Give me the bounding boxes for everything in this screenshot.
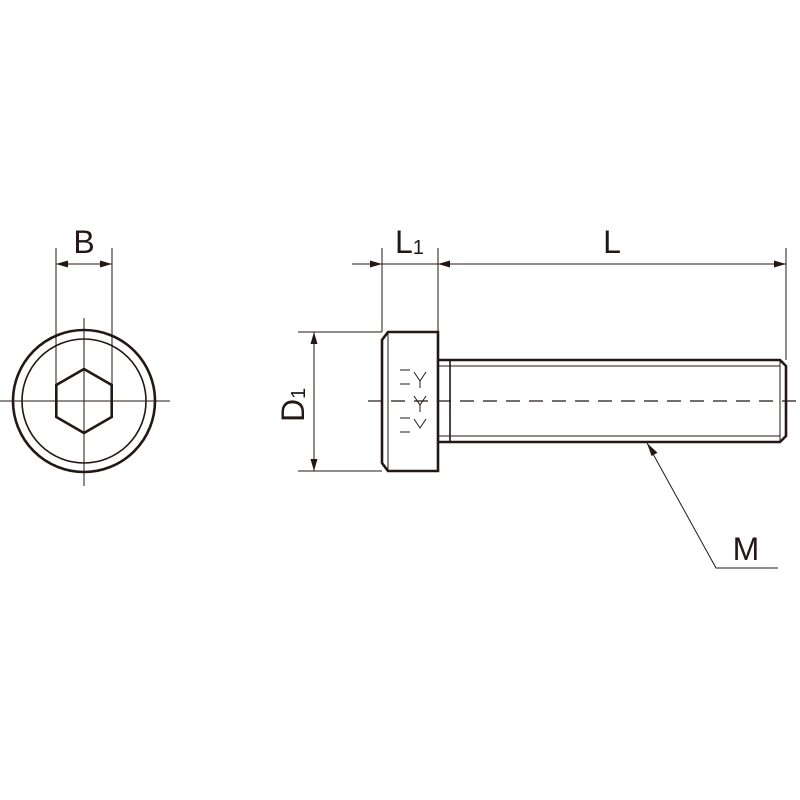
l-arrow-left [438, 260, 450, 268]
dimension-label-l1: L1 [395, 224, 424, 260]
hidden-socket-marks [400, 369, 427, 433]
m-leader-line [646, 442, 778, 569]
l1-arrow-left [370, 260, 382, 268]
dimension-label-d1: D1 [275, 388, 311, 422]
thread-label-m: M [733, 531, 760, 567]
l-arrow-right [774, 260, 786, 268]
l1-main: L [395, 224, 413, 260]
b-arrow-right [100, 260, 112, 268]
end-view: B [0, 224, 170, 486]
dimension-label-l: L [603, 224, 621, 260]
l1-subscript: 1 [413, 237, 424, 259]
d1-subscript: 1 [288, 388, 310, 399]
screw-head [380, 330, 440, 473]
b-arrow-left [56, 260, 68, 268]
d1-main: D [275, 399, 311, 422]
m-leader-arrow [647, 443, 658, 456]
dimension-label-b: B [73, 224, 94, 260]
d1-arrow-top [310, 332, 318, 344]
d1-arrow-bottom [310, 459, 318, 471]
side-view: L1 L D1 M [275, 224, 800, 569]
